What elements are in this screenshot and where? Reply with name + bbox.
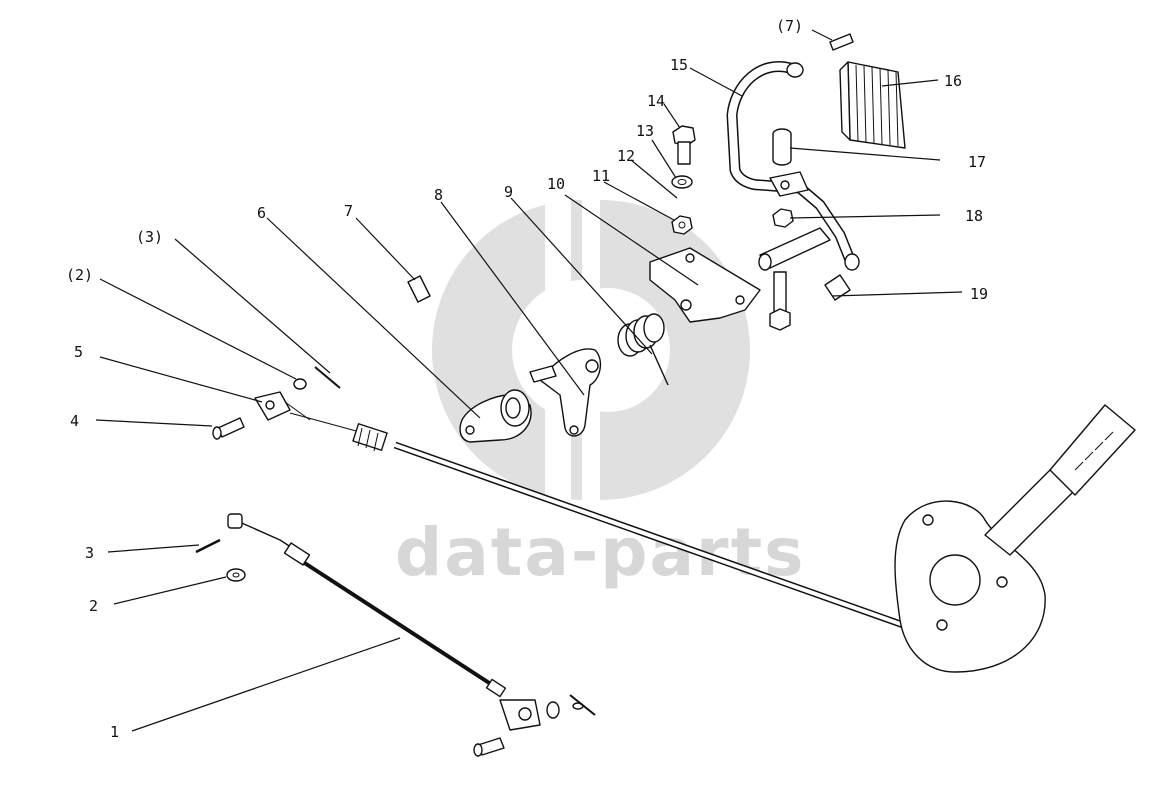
pedal-pad-16 <box>839 61 906 149</box>
leader-lines <box>95 29 963 732</box>
callout-17: 17 <box>968 153 986 171</box>
spacer-17 <box>772 128 792 166</box>
pin-3 <box>195 538 221 554</box>
callout-18: 18 <box>965 207 983 225</box>
long-cable <box>289 412 942 642</box>
split-pin-3b <box>314 366 341 389</box>
watermark-text: data-parts <box>395 514 805 591</box>
bolt-19 <box>769 271 791 331</box>
roll-pin-7 <box>407 275 431 303</box>
callout-4: 4 <box>70 412 79 430</box>
callout-pin-7-paren: (7) <box>776 17 803 35</box>
callout-2-paren: (2) <box>66 266 93 284</box>
callout-2: 2 <box>89 597 98 615</box>
lever-8 <box>529 348 602 437</box>
callout-6: 6 <box>257 204 266 222</box>
callout-1: 1 <box>110 723 119 741</box>
callout-13: 13 <box>636 122 654 140</box>
callout-10: 10 <box>547 175 565 193</box>
washer-12 <box>671 175 693 189</box>
callout-labels: (7) 15 16 14 13 17 12 11 10 18 9 8 7 6 (… <box>66 17 988 741</box>
pin-7b <box>829 33 854 51</box>
washer-2b <box>293 378 307 390</box>
nut-11 <box>671 215 693 235</box>
lever-6 <box>459 389 532 443</box>
bracket-10 <box>649 247 761 323</box>
washer-2 <box>226 568 246 582</box>
clevis-pin-4 <box>212 417 245 440</box>
callout-5: 5 <box>74 343 83 361</box>
callout-16: 16 <box>944 72 962 90</box>
callout-3: 3 <box>85 544 94 562</box>
callout-12: 12 <box>617 147 635 165</box>
callout-9: 9 <box>504 183 513 201</box>
callout-7: 7 <box>344 202 353 220</box>
bolt-14 <box>672 125 696 165</box>
callout-14: 14 <box>647 92 665 110</box>
pedal-arm-15 <box>726 61 860 301</box>
pedal-bracket <box>894 404 1136 673</box>
callout-11: 11 <box>592 167 610 185</box>
clevis-5 <box>254 391 311 421</box>
callout-3-paren: (3) <box>136 228 163 246</box>
callout-8: 8 <box>434 186 443 204</box>
bottom-rod <box>227 513 596 757</box>
callout-15: 15 <box>670 56 688 74</box>
nut-18 <box>772 208 794 228</box>
callout-19: 19 <box>970 285 988 303</box>
